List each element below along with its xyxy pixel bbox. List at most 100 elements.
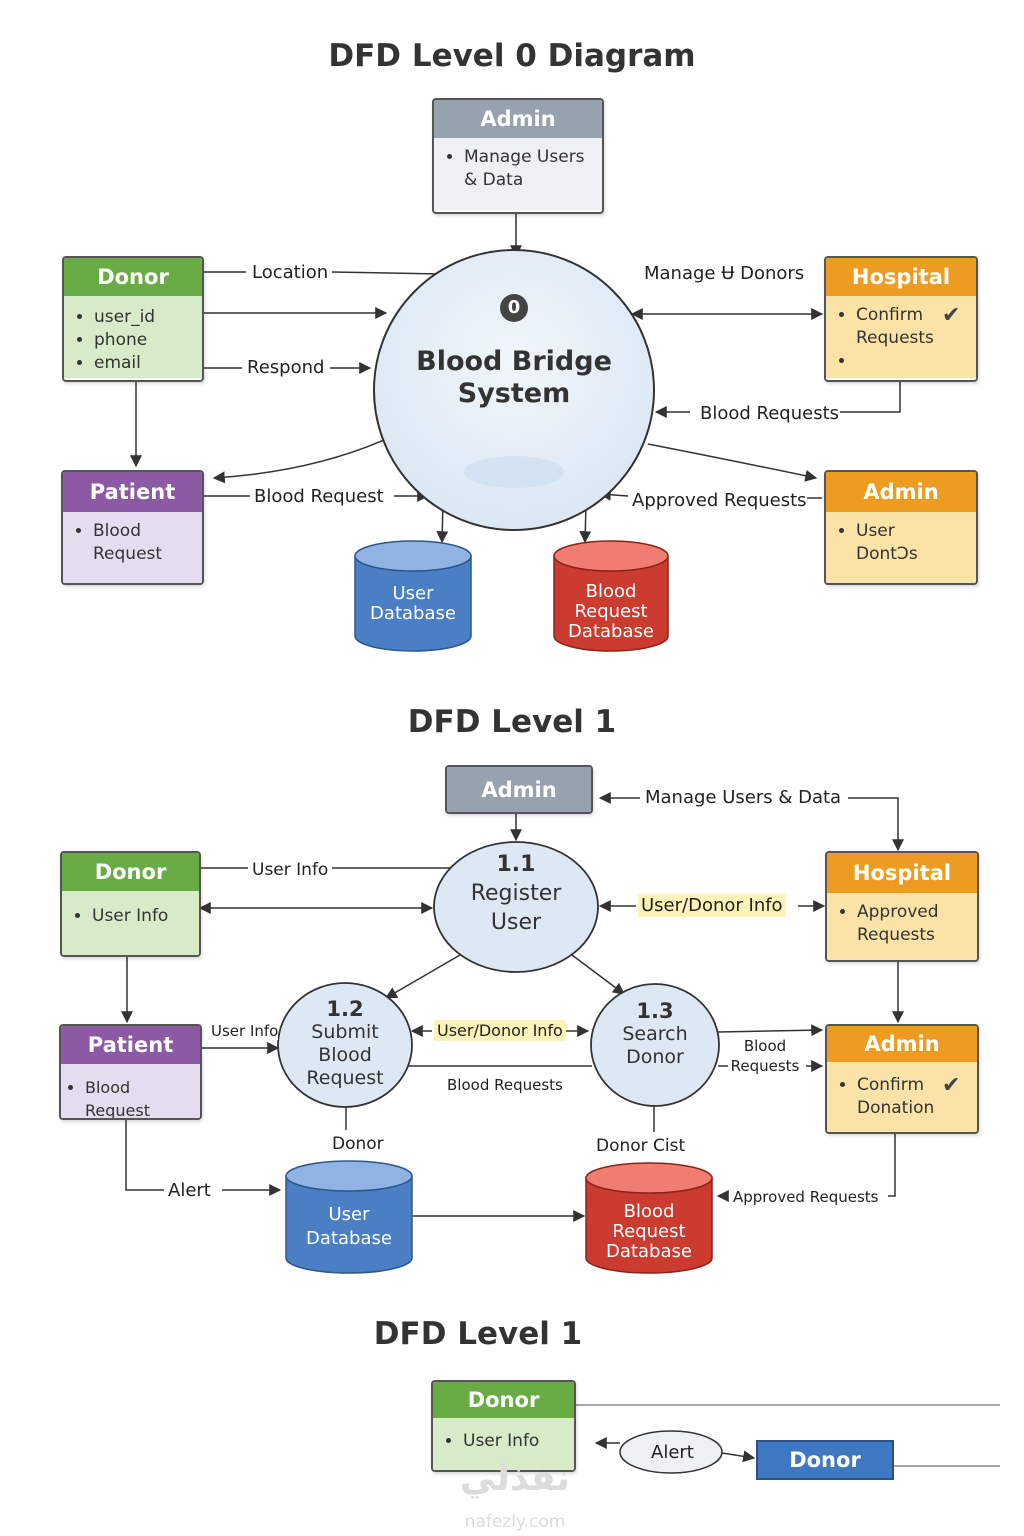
store-label-line: Database — [606, 1241, 692, 1262]
process-1-2-circle — [277, 982, 413, 1108]
flow-label-approved-requests: Approved Requests — [733, 1188, 879, 1206]
flow-label-respond: Respond — [247, 357, 325, 378]
hospital-item: Requests — [856, 328, 934, 348]
process-name-line: Donor — [626, 1046, 684, 1068]
flow-label-user-donor-info: User/Donor Info — [638, 894, 786, 917]
store-label-line: Database — [568, 621, 654, 642]
blood-request-database-l0 — [553, 540, 669, 652]
checkmark-icon: ✔ — [942, 302, 961, 327]
store-label-line: User — [328, 1204, 370, 1225]
admin-entity-right-l1: Admin Confirm Donation — [825, 1024, 979, 1134]
process-0-name: Blood Bridge System — [414, 346, 614, 410]
patient-item: Blood — [93, 520, 192, 543]
donor-entity-title: Donor — [64, 258, 202, 296]
flow-label-blood-requests: Blood Requests — [700, 403, 840, 424]
process-name-line: Blood — [318, 1044, 372, 1066]
admin-item: Confirm — [857, 1074, 967, 1097]
admin-entity-top: Admin Manage Users & Data — [432, 98, 604, 214]
donor-item: phone — [94, 329, 192, 352]
donor-box-blue: Donor — [756, 1440, 894, 1480]
process-number: 1.3 — [636, 999, 674, 1023]
process-1-3-circle — [590, 983, 720, 1107]
donor-item: email — [94, 352, 192, 375]
flow-label-user-info: User Info — [252, 860, 329, 880]
donor-entity-l1: Donor User Info — [60, 851, 201, 957]
admin-item: Donation — [857, 1098, 935, 1118]
watermark-url: nafezly.com — [464, 1512, 566, 1532]
hospital-entity: Hospital Confirm Requests — [824, 256, 978, 382]
user-database-label: User Database — [286, 1203, 412, 1251]
store-label-line: Blood — [623, 1201, 675, 1222]
process-name-line: System — [457, 378, 571, 409]
admin-entity-title: Admin — [826, 472, 976, 512]
flow-label-approved-requests: Approved Requests — [632, 490, 807, 511]
flow-label-user-info-patient: User Info — [211, 1022, 279, 1040]
level1-title: DFD Level 1 — [407, 704, 617, 740]
donor-entity-l1b: Donor User Info — [431, 1380, 576, 1472]
flow-label-blood-requests-mid: Blood Requests — [447, 1076, 563, 1094]
store-label-line: Database — [306, 1228, 392, 1249]
process-name-line: User — [490, 910, 542, 935]
admin-item: DontↃs — [856, 544, 918, 564]
store-label-line: User — [392, 583, 434, 604]
donor-entity-title: Donor — [433, 1382, 574, 1418]
process-number-badge: 0 — [500, 294, 528, 322]
process-1-3: 1.3 Search Donor — [595, 1000, 715, 1069]
alert-label: Alert — [651, 1442, 694, 1463]
process-1-1: 1.1 Register User — [446, 850, 586, 937]
flow-label-line: Requests — [730, 1057, 800, 1075]
donor-item: User Info — [92, 905, 189, 928]
flow-label-manage-users-data: Manage Users & Data — [645, 787, 842, 808]
process-1-1-circle — [433, 841, 599, 973]
flow-label-user-donor-info-2: User/Donor Info — [434, 1020, 566, 1041]
patient-item: Request — [93, 544, 163, 564]
flow-label-location: Location — [252, 262, 329, 283]
process-name-line: Blood Bridge — [416, 346, 612, 377]
process-1-2: 1.2 Submit Blood Request — [285, 998, 405, 1090]
level0-title: DFD Level 0 Diagram — [328, 38, 696, 74]
hospital-entity-title: Hospital — [826, 258, 976, 296]
flow-label-line: Blood — [743, 1037, 787, 1055]
process-name-line: Register — [470, 881, 562, 906]
patient-entity-title: Patient — [61, 1026, 200, 1064]
hospital-entity-title: Hospital — [827, 853, 977, 893]
alert-ellipse — [619, 1430, 723, 1474]
admin-entity-title: Admin — [434, 100, 602, 138]
patient-entity-title: Patient — [63, 472, 202, 512]
user-database-l0 — [354, 540, 472, 652]
flow-label-donor-list: Donor Cist — [596, 1136, 686, 1156]
hospital-item: Requests — [857, 925, 935, 945]
process-number: 1.1 — [496, 852, 536, 877]
flow-label-blood-request: Blood Request — [254, 486, 384, 507]
checkmark-icon: ✔ — [942, 1072, 961, 1097]
admin-entity-l1: Admin — [445, 765, 593, 814]
flow-label-blood-requests-right: Blood Requests — [730, 1036, 800, 1076]
admin-item: Manage Users — [464, 146, 592, 169]
blood-request-database-label: Blood Request Database — [586, 1202, 712, 1262]
store-label-line: Database — [370, 603, 456, 624]
admin-item: & Data — [464, 170, 524, 190]
donor-entity-title: Donor — [62, 853, 199, 891]
hospital-item — [856, 350, 966, 373]
admin-entity-title: Admin — [447, 767, 591, 812]
user-database-label: User Database — [355, 584, 471, 624]
patient-entity: Patient Blood Request — [61, 470, 204, 585]
blood-request-database-label: Blood Request Database — [554, 582, 668, 642]
hospital-entity-l1: Hospital Approved Requests — [825, 851, 979, 962]
donor-item: user_id — [94, 306, 192, 329]
donor-entity: Donor user_id phone email — [62, 256, 204, 382]
admin-entity-right: Admin User DontↃs — [824, 470, 978, 585]
watermark-logo: نفذلي — [459, 1458, 571, 1499]
process-name-line: Submit — [311, 1021, 379, 1043]
hospital-item: Approved — [857, 901, 967, 924]
admin-item: User — [856, 520, 966, 543]
user-database-l1 — [285, 1160, 413, 1274]
admin-entity-title: Admin — [827, 1026, 977, 1062]
patient-entity-l1: Patient Blood Request — [59, 1024, 202, 1120]
store-label-line: Request — [612, 1221, 686, 1242]
level1b-title: DFD Level 1 — [373, 1316, 583, 1352]
donor-item: User Info — [463, 1430, 564, 1453]
process-name-line: Search — [622, 1023, 688, 1045]
patient-item: Blood Request — [85, 1076, 190, 1118]
